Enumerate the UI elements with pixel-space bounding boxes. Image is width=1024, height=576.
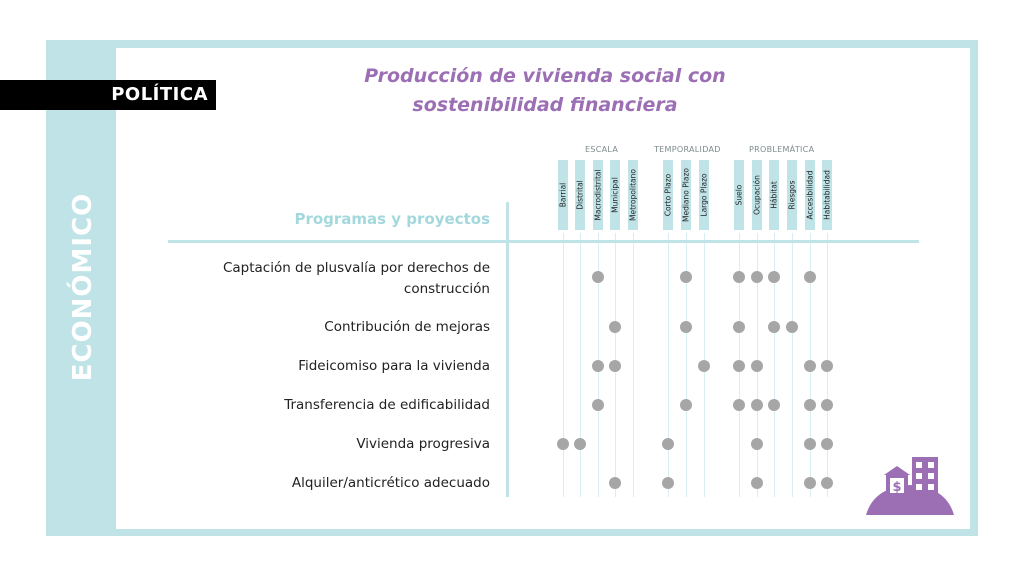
row-label: Captación de plusvalía por derechos de c… <box>222 260 490 297</box>
mark-dot <box>662 477 674 489</box>
column-tab <box>805 160 815 230</box>
group-header: ESCALA <box>585 145 619 154</box>
column-label: Accesibilidad <box>805 170 815 220</box>
mark-dot <box>804 360 816 372</box>
column-tab <box>575 160 585 230</box>
column-label: Barrial <box>558 182 568 208</box>
mark-dot <box>609 321 621 333</box>
column-label: Municipal <box>610 177 620 213</box>
column-tab <box>558 160 568 230</box>
mark-dot <box>804 399 816 411</box>
column-label: Macrodistrital <box>593 169 603 221</box>
column-tab <box>787 160 797 230</box>
column-tab <box>593 160 603 230</box>
column-guide <box>774 233 775 497</box>
mark-dot <box>733 321 745 333</box>
row-label: Vivienda progresiva <box>356 436 490 452</box>
mark-dot <box>592 360 604 372</box>
group-header: PROBLEMÁTICA <box>749 145 815 154</box>
mark-dot <box>609 477 621 489</box>
column-label: Corto Plazo <box>663 173 673 217</box>
column-tab <box>699 160 709 230</box>
mark-dot <box>821 360 833 372</box>
column-tab <box>663 160 673 230</box>
row-label: Fideicomiso para la vivienda <box>298 358 490 374</box>
column-label: Suelo <box>734 184 744 206</box>
column-tab <box>734 160 744 230</box>
mark-dot <box>786 321 798 333</box>
column-guide <box>633 233 634 497</box>
column-guide <box>563 233 564 497</box>
column-tab <box>752 160 762 230</box>
mark-dot <box>751 360 763 372</box>
column-guide <box>686 233 687 497</box>
header-divider-horizontal <box>168 240 919 243</box>
column-label: Hábitat <box>769 181 779 209</box>
row-label: Alquiler/anticrético adecuado <box>291 475 490 491</box>
header-divider-vertical <box>506 202 509 497</box>
column-tab <box>628 160 638 230</box>
mark-dot <box>821 399 833 411</box>
svg-text:$: $ <box>892 480 901 495</box>
row-label: Transferencia de edificabilidad <box>284 397 490 413</box>
mark-dot <box>751 271 763 283</box>
column-label: Metropolitano <box>628 169 638 221</box>
mark-dot <box>733 360 745 372</box>
mark-dot <box>662 438 674 450</box>
mark-dot <box>680 399 692 411</box>
column-tab <box>769 160 779 230</box>
mark-dot <box>821 477 833 489</box>
column-tab <box>822 160 832 230</box>
page-title: Producción de vivienda social con sosten… <box>364 65 726 116</box>
column-label: Largo Plazo <box>699 173 709 217</box>
row-label: Contribución de mejoras <box>324 319 490 335</box>
mark-dot <box>680 271 692 283</box>
group-header: TEMPORALIDAD <box>654 145 721 154</box>
mark-dot <box>768 399 780 411</box>
politica-tag: POLÍTICA <box>0 80 216 110</box>
mark-dot <box>804 438 816 450</box>
column-tab <box>681 160 691 230</box>
column-label: Distrital <box>575 180 585 210</box>
mark-dot <box>768 321 780 333</box>
column-label: Habitabilidad <box>822 170 832 220</box>
mark-dot <box>609 360 621 372</box>
mark-dot <box>733 399 745 411</box>
column-label: Mediano Plazo <box>681 168 691 222</box>
column-label: Ocupación <box>752 175 762 215</box>
column-tab <box>610 160 620 230</box>
mark-dot <box>698 360 710 372</box>
mark-dot <box>574 438 586 450</box>
mark-dot <box>768 271 780 283</box>
mark-dot <box>557 438 569 450</box>
column-guide <box>668 233 669 497</box>
economico-label: ECONÓMICO <box>68 192 98 382</box>
mark-dot <box>751 438 763 450</box>
mark-dot <box>751 399 763 411</box>
mark-dot <box>804 477 816 489</box>
mark-dot <box>804 271 816 283</box>
mark-dot <box>592 271 604 283</box>
programs-header: Programas y proyectos <box>294 210 490 228</box>
mark-dot <box>733 271 745 283</box>
mark-dot <box>680 321 692 333</box>
mark-dot <box>821 438 833 450</box>
column-label: Riesgos <box>787 180 797 210</box>
mark-dot <box>592 399 604 411</box>
building-house-money-icon: $ <box>864 455 956 517</box>
column-guide <box>792 233 793 497</box>
mark-dot <box>751 477 763 489</box>
column-guide <box>580 233 581 497</box>
